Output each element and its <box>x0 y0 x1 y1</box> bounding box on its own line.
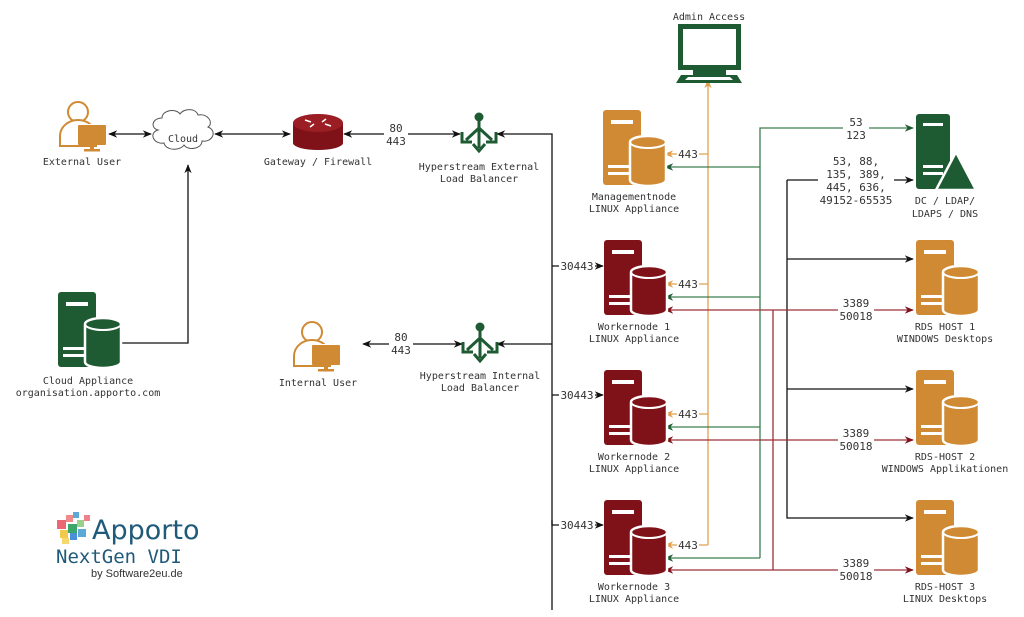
admin-access-label: Admin Access <box>673 12 745 23</box>
port-labels: 80 443 80 443 30443 30443 30443 443 443 … <box>384 116 894 584</box>
node-workernode-2[interactable]: Workernode 2 LINUX Appliance <box>589 368 679 475</box>
rds-label: RDS HOST 1 <box>915 322 975 333</box>
port-label: 30443 <box>560 260 593 273</box>
int-lb-label: Hyperstream Internal <box>420 371 540 382</box>
server-database-icon <box>602 238 669 318</box>
link-bus-ext-lb <box>496 130 553 610</box>
rds-label: RDS-HOST 2 <box>915 452 975 463</box>
port-label: 50018 <box>839 570 872 583</box>
managementnode-label: Managementnode <box>592 192 676 203</box>
port-label: 3389 <box>843 427 870 440</box>
router-icon <box>293 114 343 150</box>
server-database-icon <box>914 498 981 578</box>
workernode-label: Workernode 2 <box>598 452 670 463</box>
port-label: 443 <box>678 539 698 552</box>
node-external-user[interactable]: External User <box>43 101 121 168</box>
int-lb-label: Load Balancer <box>441 383 519 394</box>
server-database-icon <box>56 290 123 370</box>
external-user-label: External User <box>43 157 121 168</box>
server-warning-icon <box>916 114 979 192</box>
rds-type: LINUX Desktops <box>903 594 987 605</box>
dc-label: DC / LDAP/ <box>915 196 975 207</box>
node-rds-host-2[interactable]: RDS-HOST 2 WINDOWS Applikationen <box>882 368 1008 475</box>
server-database-icon <box>914 368 981 448</box>
port-label: 30443 <box>560 389 593 402</box>
node-rds-host-1[interactable]: RDS HOST 1 WINDOWS Desktops <box>897 238 993 345</box>
rds-type: WINDOWS Desktops <box>897 334 993 345</box>
port-label: 49152-65535 <box>820 194 893 207</box>
port-label: 50018 <box>839 440 872 453</box>
gateway-label: Gateway / Firewall <box>264 157 372 168</box>
port-label: 443 <box>678 148 698 161</box>
logo-mosaic-icon <box>57 512 90 544</box>
load-balancer-icon <box>460 111 498 153</box>
link-bus-rds3 <box>786 180 914 522</box>
workernode-type: LINUX Appliance <box>589 594 679 605</box>
port-label: 123 <box>846 129 866 142</box>
node-dc[interactable]: DC / LDAP/ LDAPS / DNS <box>912 114 978 220</box>
cloud-label: Cloud <box>168 134 198 145</box>
node-workernode-3[interactable]: Workernode 3 LINUX Appliance <box>589 498 679 605</box>
node-ext-lb[interactable]: Hyperstream External Load Balancer <box>419 111 539 185</box>
node-managementnode[interactable]: Managementnode LINUX Appliance <box>589 108 679 215</box>
load-balancer-icon <box>461 321 499 363</box>
server-database-icon <box>602 498 669 578</box>
workernode-label: Workernode 3 <box>598 582 670 593</box>
managementnode-type: LINUX Appliance <box>589 204 679 215</box>
port-label: 3389 <box>843 557 870 570</box>
port-label: 443 <box>678 278 698 291</box>
port-label: 445, 636, <box>826 181 886 194</box>
node-gateway[interactable]: Gateway / Firewall <box>264 114 372 168</box>
node-rds-host-3[interactable]: RDS-HOST 3 LINUX Desktops <box>903 498 987 605</box>
rds-type: WINDOWS Applikationen <box>882 464 1008 475</box>
port-label: 53 <box>849 116 862 129</box>
cloud-appliance-domain: organisation.apporto.com <box>16 388 161 399</box>
workernode-type: LINUX Appliance <box>589 464 679 475</box>
logo-byline: by Software2eu.de <box>91 568 183 580</box>
port-label: 443 <box>391 344 411 357</box>
apporto-logo: Apporto NextGen VDI by Software2eu.de <box>56 512 199 580</box>
user-workstation-icon <box>59 101 107 153</box>
port-label: 135, 389, <box>826 168 886 181</box>
node-cloud[interactable]: Cloud <box>152 109 214 150</box>
dc-label: LDAPS / DNS <box>912 209 978 220</box>
server-database-icon <box>602 368 669 448</box>
port-label: 443 <box>386 135 406 148</box>
ext-lb-label: Load Balancer <box>440 174 518 185</box>
cloud-icon <box>152 109 214 150</box>
node-int-lb[interactable]: Hyperstream Internal Load Balancer <box>420 321 540 394</box>
node-cloud-appliance[interactable]: Cloud Appliance organisation.apporto.com <box>16 290 161 399</box>
node-admin-access[interactable]: Admin Access <box>673 12 745 83</box>
port-label: 50018 <box>839 310 872 323</box>
port-label: 30443 <box>560 519 593 532</box>
port-label: 53, 88, <box>833 155 879 168</box>
port-label: 443 <box>678 408 698 421</box>
port-label: 3389 <box>843 297 870 310</box>
monitor-icon <box>676 24 742 83</box>
workernode-label: Workernode 1 <box>598 322 670 333</box>
logo-product: NextGen VDI <box>56 546 182 568</box>
ext-lb-label: Hyperstream External <box>419 162 539 173</box>
server-database-icon <box>601 108 668 188</box>
port-label: 80 <box>389 122 402 135</box>
logo-brand: Apporto <box>92 515 199 546</box>
port-label: 80 <box>394 331 407 344</box>
node-internal-user[interactable]: Internal User <box>279 321 357 389</box>
node-workernode-1[interactable]: Workernode 1 LINUX Appliance <box>589 238 679 345</box>
server-database-icon <box>914 238 981 318</box>
cloud-appliance-label: Cloud Appliance <box>43 376 133 387</box>
user-workstation-icon <box>293 321 341 373</box>
link-cloud-appliance <box>107 164 192 347</box>
workernode-type: LINUX Appliance <box>589 334 679 345</box>
rds-label: RDS-HOST 3 <box>915 582 975 593</box>
connections <box>107 79 914 610</box>
internal-user-label: Internal User <box>279 378 357 389</box>
